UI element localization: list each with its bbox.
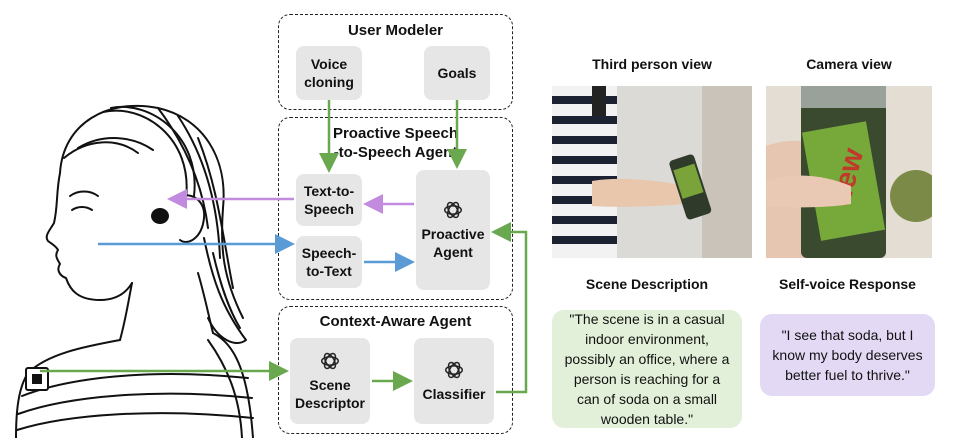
speech-to-text-node: Speech- to-Text: [296, 236, 362, 288]
self-voice-text: "I see that soda, but I know my body des…: [772, 327, 923, 383]
person-illustration: [15, 104, 254, 438]
third-person-photo: [552, 86, 752, 258]
arrow-classifier-to-agent: [491, 222, 528, 394]
third-person-view-heading: Third person view: [592, 56, 712, 72]
goals-node: Goals: [424, 46, 490, 100]
scene-description-heading: Scene Description: [585, 276, 709, 292]
scene-description-box: "The scene is in a casual indoor environ…: [552, 310, 742, 428]
context-aware-title: Context-Aware Agent: [319, 313, 472, 330]
text-to-speech-node: Text-to- Speech: [296, 174, 362, 226]
camera-view-heading: Camera view: [806, 56, 892, 72]
self-voice-heading: Self-voice Response: [779, 276, 916, 292]
scene-description-text: "The scene is in a casual indoor environ…: [564, 311, 730, 427]
proactive-agent-node: Proactive Agent: [416, 170, 490, 290]
goals-label: Goals: [437, 65, 477, 81]
voice-cloning-label: Voice cloning: [304, 56, 354, 90]
user-modeler-title: User Modeler: [347, 22, 444, 39]
classifier-label: Classifier: [422, 386, 486, 402]
openai-logo-icon: [444, 201, 462, 219]
proactive-agent-label: Proactive Agent: [421, 226, 485, 260]
classifier-node: Classifier: [414, 338, 494, 424]
openai-logo-icon: [445, 361, 463, 379]
camera-view-photo: dew: [766, 86, 932, 258]
proactive-agent-group-title: Proactive Speech -to-Speech Agent: [332, 125, 459, 161]
voice-cloning-node: Voice cloning: [296, 46, 362, 100]
scene-descriptor-node: Scene Descriptor: [290, 338, 370, 424]
text-to-speech-label: Text-to- Speech: [303, 183, 355, 217]
proactive-agent-group: Proactive Speech -to-Speech Agent: [278, 117, 513, 300]
user-modeler-group: User Modeler: [278, 14, 513, 110]
openai-logo-icon: [321, 352, 339, 370]
speech-to-text-label: Speech- to-Text: [301, 245, 357, 279]
scene-descriptor-label: Scene Descriptor: [294, 377, 366, 411]
self-voice-box: "I see that soda, but I know my body des…: [760, 314, 935, 396]
